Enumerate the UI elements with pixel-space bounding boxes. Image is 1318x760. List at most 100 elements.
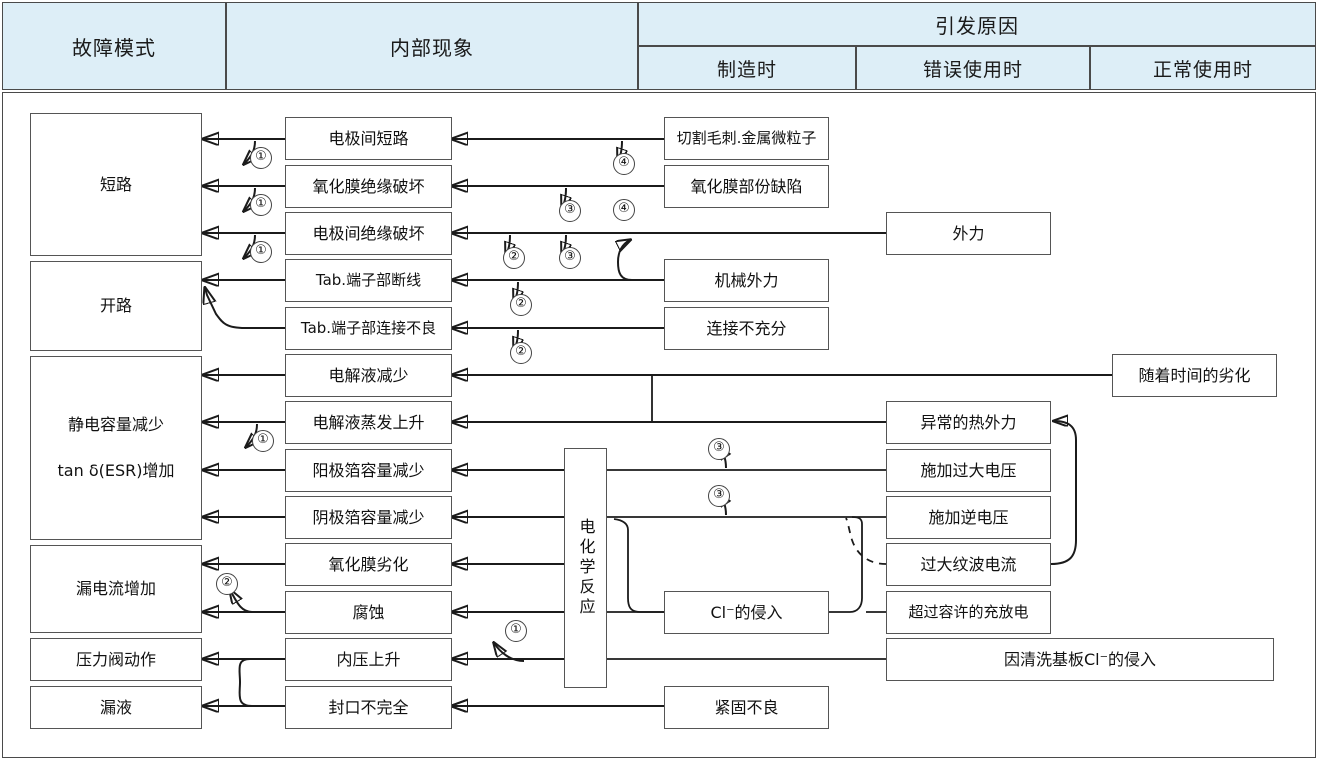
marker-2-electrode-insulation: ②	[503, 247, 525, 269]
electrochemical-reaction-node[interactable]: 电化学反应	[564, 448, 607, 688]
marker-2-tab-poor-connection: ②	[510, 342, 532, 364]
failure-mode-pressure-valve-operation[interactable]: 压力阀动作	[30, 638, 202, 681]
marker-1-short-a: ①	[250, 147, 272, 169]
internal-cathode-foil-capacitance-decrease[interactable]: 阴极箔容量减少	[285, 496, 452, 539]
cause-cutting-burr-metal-particles[interactable]: 切割毛刺.金属微粒子	[664, 117, 829, 160]
cause-excessive-ripple-current-label: 过大纹波电流	[920, 554, 1017, 574]
cause-exceeding-allowed-charge-discharge[interactable]: 超过容许的充放电	[886, 591, 1051, 634]
marker-3-electrode-insulation: ③	[559, 247, 581, 269]
failure-mode-open-circuit-label: 开路	[99, 296, 132, 315]
marker-3-anode-foil-label: ③	[713, 440, 725, 455]
marker-1-short-c-label: ①	[255, 243, 267, 258]
cause-poor-tightening[interactable]: 紧固不良	[664, 686, 829, 729]
marker-3-anode-foil: ③	[708, 438, 730, 460]
internal-oxide-film-insulation-breakdown-label: 氧化膜绝缘破坏	[312, 176, 425, 196]
internal-anode-foil-capacitance-decrease-label: 阳极箔容量减少	[312, 460, 425, 480]
internal-tab-terminal-disconnection-label: Tab.端子部断线	[315, 271, 422, 290]
marker-2-tab-disconnection-label: ②	[515, 296, 527, 311]
electrochemical-reaction-label: 电化学反应	[576, 518, 596, 618]
marker-2-tab-disconnection: ②	[510, 294, 532, 316]
cause-chloride-ion-intrusion-label: Cl⁻的侵入	[710, 602, 783, 622]
internal-tab-terminal-disconnection[interactable]: Tab.端子部断线	[285, 259, 452, 302]
marker-1-pressure-rise: ①	[505, 620, 527, 642]
cause-insufficient-connection[interactable]: 连接不充分	[664, 307, 829, 350]
marker-3-electrode-insulation-label: ③	[564, 249, 576, 264]
cause-cutting-burr-metal-particles-label: 切割毛刺.金属微粒子	[676, 129, 817, 148]
cause-reverse-voltage-applied-label: 施加逆电压	[928, 507, 1009, 527]
cause-exceeding-allowed-charge-discharge-label: 超过容许的充放电	[908, 603, 1029, 622]
internal-incomplete-sealing[interactable]: 封口不完全	[285, 686, 452, 729]
marker-3-cathode-foil-label: ③	[713, 487, 725, 502]
failure-mode-liquid-leakage-label: 漏液	[99, 697, 132, 717]
cause-oxide-film-partial-defect-label: 氧化膜部份缺陷	[690, 176, 803, 196]
failure-mode-leakage-current-increase[interactable]: 漏电流增加	[30, 545, 202, 633]
internal-incomplete-sealing-label: 封口不完全	[328, 697, 409, 717]
cause-chloride-intrusion-from-board-cleaning[interactable]: 因清洗基板Cl⁻的侵入	[886, 638, 1274, 681]
header-internal-phenomena: 内部现象	[226, 2, 638, 90]
internal-anode-foil-capacitance-decrease[interactable]: 阳极箔容量减少	[285, 449, 452, 492]
header-cause-normal: 正常使用时	[1090, 46, 1316, 90]
header-cause-normal-label: 正常使用时	[1152, 58, 1253, 81]
marker-1-pressure-rise-label: ①	[510, 622, 522, 637]
failure-mode-capacitance-decrease[interactable]: 静电容量减少 tan δ(ESR)增加	[30, 356, 202, 540]
cause-time-degradation[interactable]: 随着时间的劣化	[1112, 354, 1277, 397]
cause-mechanical-external-force[interactable]: 机械外力	[664, 259, 829, 302]
marker-4-electrode-short-label: ④	[618, 155, 630, 170]
marker-2-corrosion-label: ②	[221, 575, 233, 590]
cause-chloride-intrusion-from-board-cleaning-label: 因清洗基板Cl⁻的侵入	[1003, 649, 1157, 669]
header-cause-group-label: 引发原因	[935, 13, 1019, 38]
internal-inter-electrode-insulation-breakdown[interactable]: 电极间绝缘破坏	[285, 212, 452, 255]
cause-chloride-ion-intrusion[interactable]: Cl⁻的侵入	[664, 591, 829, 634]
header-cause-misuse: 错误使用时	[856, 46, 1090, 90]
marker-1-short-a-label: ①	[255, 149, 267, 164]
internal-electrolyte-evaporation-rise-label: 电解液蒸发上升	[312, 412, 425, 432]
internal-corrosion[interactable]: 腐蚀	[285, 591, 452, 634]
internal-electrolyte-decrease-label: 电解液减少	[328, 365, 409, 385]
cause-abnormal-thermal-external-force[interactable]: 异常的热外力	[886, 401, 1051, 444]
internal-inter-electrode-insulation-breakdown-label: 电极间绝缘破坏	[312, 223, 425, 243]
marker-4-external-force: ④	[613, 199, 635, 221]
internal-oxide-film-degradation[interactable]: 氧化膜劣化	[285, 543, 452, 586]
marker-4-external-force-label: ④	[618, 201, 630, 216]
internal-internal-pressure-rise-label: 内压上升	[336, 649, 401, 669]
marker-1-short-b: ①	[250, 194, 272, 216]
cause-external-force-label: 外力	[952, 223, 985, 243]
failure-mode-capacitance-decrease-label: 静电容量减少	[67, 415, 164, 434]
failure-mode-liquid-leakage[interactable]: 漏液	[30, 686, 202, 729]
failure-mode-open-circuit[interactable]: 开路	[30, 261, 202, 351]
failure-mode-short-circuit-label: 短路	[99, 174, 132, 194]
cause-external-force[interactable]: 外力	[886, 212, 1051, 255]
cause-poor-tightening-label: 紧固不良	[714, 697, 779, 717]
header-failure-mode-label: 故障模式	[72, 35, 156, 60]
failure-mode-short-circuit[interactable]: 短路	[30, 113, 202, 256]
internal-oxide-film-insulation-breakdown[interactable]: 氧化膜绝缘破坏	[285, 165, 452, 208]
internal-inter-electrode-short[interactable]: 电极间短路	[285, 117, 452, 160]
header-cause-group: 引发原因	[638, 2, 1316, 46]
internal-tab-terminal-poor-connection-label: Tab.端子部连接不良	[300, 319, 437, 338]
marker-3-oxide-insulation: ③	[559, 200, 581, 222]
header-cause-manufacturing: 制造时	[638, 46, 856, 90]
cause-excessive-ripple-current[interactable]: 过大纹波电流	[886, 543, 1051, 586]
cause-insufficient-connection-label: 连接不充分	[706, 318, 787, 338]
internal-tab-terminal-poor-connection[interactable]: Tab.端子部连接不良	[285, 307, 452, 350]
marker-1-evaporation-label: ①	[257, 432, 269, 447]
internal-electrolyte-decrease[interactable]: 电解液减少	[285, 354, 452, 397]
marker-1-evaporation: ①	[252, 430, 274, 452]
cause-abnormal-thermal-external-force-label: 异常的热外力	[920, 412, 1017, 432]
cause-oxide-film-partial-defect[interactable]: 氧化膜部份缺陷	[664, 165, 829, 208]
cause-reverse-voltage-applied[interactable]: 施加逆电压	[886, 496, 1051, 539]
failure-mode-esr-increase-label: tan δ(ESR)增加	[57, 461, 175, 480]
failure-mode-leakage-current-increase-label: 漏电流增加	[75, 579, 156, 598]
cause-excessive-voltage-applied[interactable]: 施加过大电压	[886, 449, 1051, 492]
cause-excessive-voltage-applied-label: 施加过大电压	[920, 460, 1017, 480]
header-failure-mode: 故障模式	[2, 2, 226, 90]
internal-electrolyte-evaporation-rise[interactable]: 电解液蒸发上升	[285, 401, 452, 444]
header-cause-misuse-label: 错误使用时	[922, 58, 1023, 81]
header-cause-manufacturing-label: 制造时	[716, 58, 777, 81]
internal-internal-pressure-rise[interactable]: 内压上升	[285, 638, 452, 681]
marker-4-electrode-short: ④	[613, 153, 635, 175]
internal-oxide-film-degradation-label: 氧化膜劣化	[328, 554, 409, 574]
internal-corrosion-label: 腐蚀	[352, 602, 385, 622]
cause-time-degradation-label: 随着时间的劣化	[1138, 365, 1251, 385]
